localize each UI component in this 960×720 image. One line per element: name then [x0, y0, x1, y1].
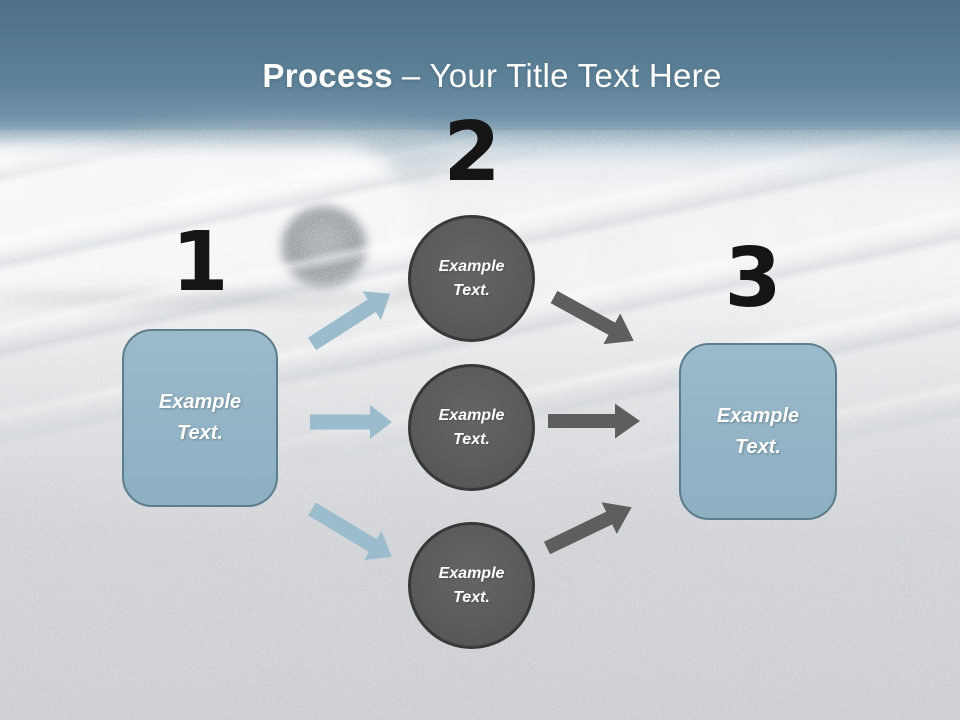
- background-vehicle-wheel: [281, 206, 367, 288]
- gray-arrow-down-right-icon: [550, 290, 634, 345]
- step-1-number: 1: [171, 215, 229, 310]
- blue-arrow-down-right-icon: [308, 502, 392, 561]
- title-bold-text: Process: [262, 57, 393, 94]
- step-2-number: 2: [443, 105, 501, 200]
- step-2-circle-2: Example Text.: [408, 364, 535, 491]
- step-3-box-label: Example Text.: [716, 404, 800, 458]
- title-regular-text: – Your Title Text Here: [401, 57, 722, 94]
- step-1-box: Example Text.: [122, 329, 278, 507]
- step-3-number: 3: [724, 231, 782, 326]
- slide-title: Process– Your Title Text Here: [24, 54, 960, 98]
- step-2-circle-3: Example Text.: [408, 522, 535, 649]
- blue-arrow-right-icon: [310, 405, 392, 439]
- gray-arrow-up-right-icon: [543, 502, 632, 555]
- step-1-box-label: Example Text.: [158, 391, 242, 444]
- blue-arrow-up-right-icon: [307, 291, 391, 351]
- step-2-circle-2-label: Example Text.: [438, 406, 505, 448]
- step-2-circle-3-label: Example Text.: [438, 564, 505, 606]
- background-treeline-blur: [120, 122, 450, 182]
- gray-arrow-right-icon: [548, 403, 640, 439]
- step-2-circle-1-label: Example Text.: [438, 257, 505, 299]
- step-3-box: Example Text.: [679, 343, 837, 520]
- step-2-circle-1: Example Text.: [408, 215, 535, 342]
